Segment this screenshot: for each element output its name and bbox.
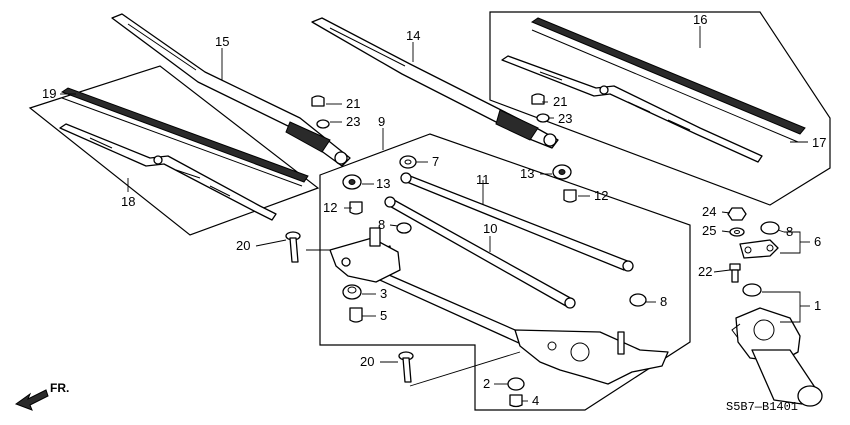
callout-1: 1	[814, 298, 821, 313]
wiper-blade-right[interactable]	[501, 55, 763, 163]
callout-labels: 15 14 16 19 18 17 21 23 21 23 9 7 13 13 …	[42, 12, 826, 408]
callout-24: 24	[702, 204, 716, 219]
blade-set-frame-left	[28, 65, 320, 236]
callout-19: 19	[42, 86, 56, 101]
callout-11: 11	[476, 172, 490, 187]
callout-2: 2	[483, 376, 490, 391]
callout-25: 25	[702, 223, 716, 238]
blade-rubber-left[interactable]	[60, 87, 309, 187]
pivot-nut-left[interactable]	[316, 119, 330, 129]
front-direction-arrow	[14, 389, 49, 411]
callout-13-left: 13	[376, 176, 390, 191]
pivot-cap-left[interactable]	[311, 95, 325, 107]
callout-18: 18	[121, 194, 135, 209]
blade-set-frame-right	[489, 11, 831, 206]
washer-25[interactable]	[729, 227, 745, 237]
pivot-cap-13-right[interactable]	[552, 164, 572, 180]
pivot-nut-12-left[interactable]	[349, 201, 363, 215]
callout-9: 9	[378, 114, 385, 129]
pivot-nut-right[interactable]	[536, 113, 550, 123]
bolt-20-upper[interactable]	[285, 231, 301, 263]
wiper-blade-left[interactable]	[59, 123, 277, 221]
callout-12-right: 12	[594, 188, 608, 203]
linkage-bushing-7[interactable]	[399, 155, 417, 169]
wiper-arm-left[interactable]	[111, 13, 351, 167]
motor-mount-plate[interactable]	[514, 329, 669, 385]
bushing-5[interactable]	[349, 307, 363, 323]
callout-21-left: 21	[346, 96, 360, 111]
callout-23-right: 23	[558, 111, 572, 126]
linkage-rod-11[interactable]	[400, 172, 634, 272]
callout-21-right: 21	[553, 94, 567, 109]
front-direction-label: FR.	[50, 381, 69, 395]
bushing-4[interactable]	[509, 394, 523, 408]
bolt-20-lower[interactable]	[398, 351, 414, 383]
callout-4: 4	[532, 393, 539, 408]
blade-rubber-right[interactable]	[530, 17, 806, 143]
bushing-2[interactable]	[507, 377, 525, 391]
bolt-22[interactable]	[729, 263, 741, 283]
callout-10: 10	[483, 221, 497, 236]
motor-cap-1[interactable]	[742, 283, 762, 297]
wiper-arm-right[interactable]	[311, 17, 559, 149]
diagram-code: S5B7—B1401	[726, 400, 798, 414]
callout-7: 7	[432, 154, 439, 169]
crank-arm-6[interactable]	[739, 239, 779, 259]
callout-22: 22	[698, 264, 712, 279]
callout-8-right: 8	[786, 224, 793, 239]
callout-20-upper: 20	[236, 238, 250, 253]
bushing-8-lower[interactable]	[629, 293, 647, 307]
leader-lines	[60, 26, 810, 402]
wiper-motor[interactable]	[731, 307, 823, 407]
linkage-frame	[319, 133, 691, 411]
pivot-cap-13-left[interactable]	[342, 174, 362, 190]
callout-8-upper: 8	[378, 217, 385, 232]
motor-nut-24[interactable]	[727, 207, 747, 221]
callout-17: 17	[812, 135, 826, 150]
callout-20-lower: 20	[360, 354, 374, 369]
callout-14: 14	[406, 28, 420, 43]
bushing-3[interactable]	[342, 284, 362, 300]
pivot-nut-12-right[interactable]	[563, 189, 577, 203]
bushing-8-right[interactable]	[760, 221, 780, 235]
callout-16: 16	[693, 12, 707, 27]
callout-23-left: 23	[346, 114, 360, 129]
callout-8-lower: 8	[660, 294, 667, 309]
callout-5: 5	[380, 308, 387, 323]
linkage-rod-10[interactable]	[384, 196, 576, 309]
callout-15: 15	[215, 34, 229, 49]
callout-3: 3	[380, 286, 387, 301]
pivot-cap-right[interactable]	[531, 93, 545, 105]
bushing-8-upper[interactable]	[396, 222, 412, 234]
callout-13-right: 13	[520, 166, 534, 181]
pivot-bracket[interactable]	[329, 227, 401, 283]
callout-6: 6	[814, 234, 821, 249]
callout-12-left: 12	[323, 200, 337, 215]
